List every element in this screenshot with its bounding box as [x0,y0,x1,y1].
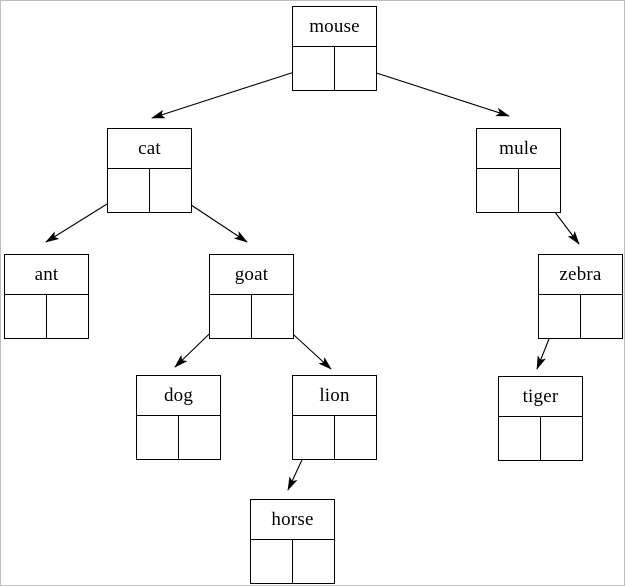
tree-node-tiger: tiger [498,376,583,461]
left-pointer-cell [210,295,252,339]
node-label: goat [210,255,293,295]
node-label: lion [293,376,376,416]
pointer-cells [293,416,376,460]
right-pointer-cell [335,47,376,91]
tree-node-mule: mule [476,128,561,213]
left-pointer-cell [539,295,581,339]
left-pointer-cell [137,416,179,460]
right-pointer-cell [179,416,220,460]
left-pointer-cell [251,540,293,584]
right-pointer-cell [47,295,88,339]
pointer-cells [539,295,622,339]
left-pointer-cell [293,416,335,460]
tree-node-dog: dog [136,375,221,460]
node-label: tiger [499,377,582,417]
tree-node-horse: horse [250,499,335,584]
pointer-cells [477,169,560,213]
node-label: mouse [293,7,376,47]
tree-node-zebra: zebra [538,254,623,339]
right-pointer-cell [541,417,582,461]
pointer-cells [108,169,191,213]
node-label: dog [137,376,220,416]
edge-mouse-right-to-mule [354,65,510,117]
pointer-cells [499,417,582,461]
tree-node-mouse: mouse [292,6,377,91]
pointer-cells [210,295,293,339]
left-pointer-cell [293,47,335,91]
node-label: zebra [539,255,622,295]
tree-node-lion: lion [292,375,377,460]
node-label: mule [477,129,560,169]
right-pointer-cell [335,416,376,460]
pointer-cells [137,416,220,460]
left-pointer-cell [477,169,519,213]
right-pointer-cell [150,169,191,213]
tree-node-goat: goat [209,254,294,339]
left-pointer-cell [499,417,541,461]
node-label: horse [251,500,334,540]
left-pointer-cell [108,169,150,213]
right-pointer-cell [293,540,334,584]
edge-mouse-left-to-cat [151,65,314,119]
right-pointer-cell [581,295,622,339]
pointer-cells [293,47,376,91]
tree-node-cat: cat [107,128,192,213]
tree-node-ant: ant [4,254,89,339]
pointer-cells [251,540,334,584]
right-pointer-cell [252,295,293,339]
pointer-cells [5,295,88,339]
left-pointer-cell [5,295,47,339]
node-label: cat [108,129,191,169]
node-label: ant [5,255,88,295]
right-pointer-cell [519,169,560,213]
